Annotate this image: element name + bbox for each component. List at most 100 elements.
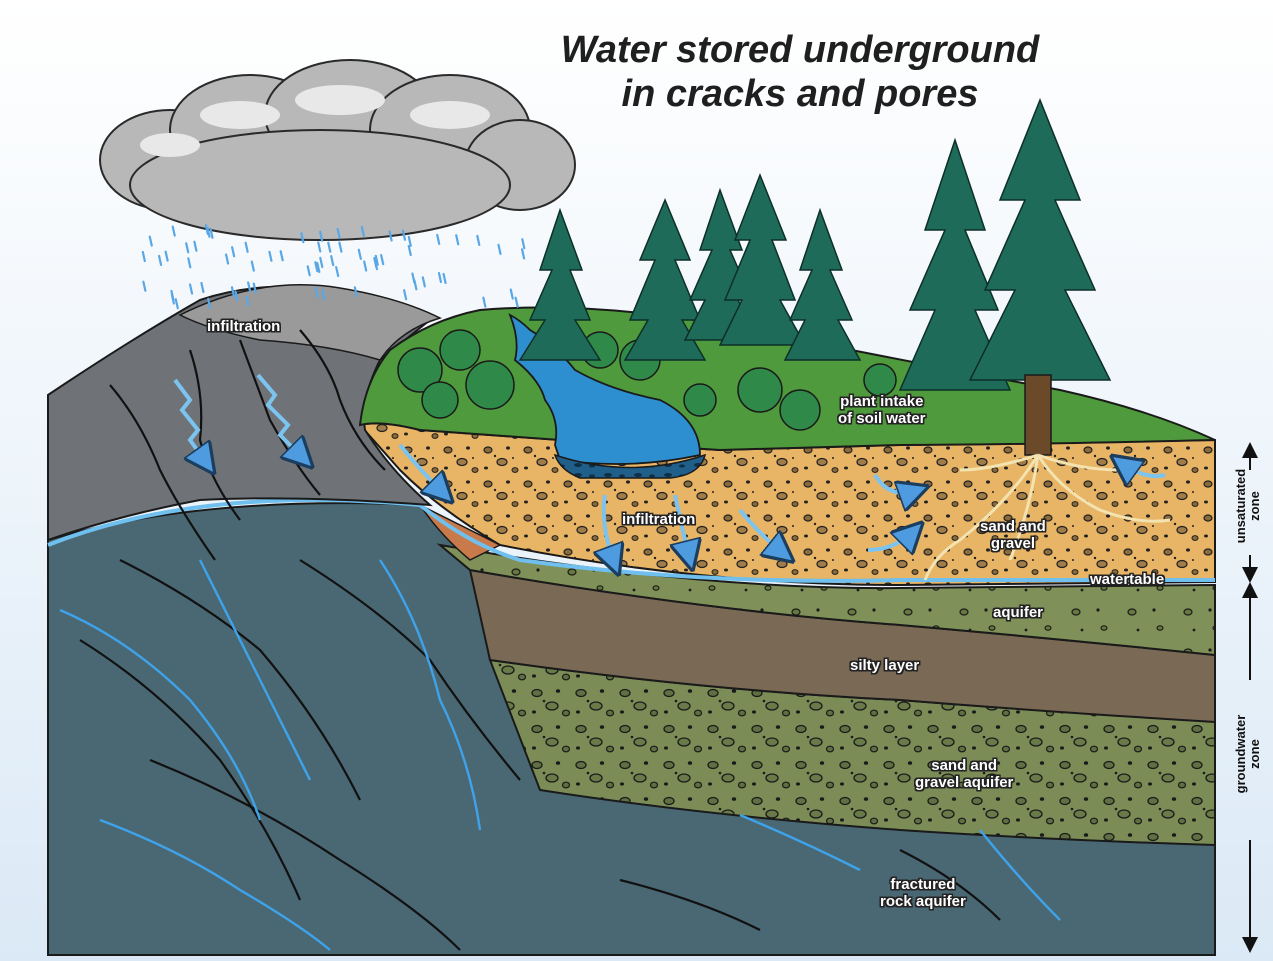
rain-drop — [224, 253, 230, 265]
rain-drop — [509, 288, 514, 300]
rain-drop — [442, 272, 447, 285]
rain-drop — [476, 234, 481, 247]
rain-drop — [380, 254, 385, 266]
rain-drop — [200, 281, 205, 294]
rain-cloud — [99, 59, 576, 241]
rain-drop — [321, 289, 326, 301]
rain-drop — [204, 223, 209, 236]
label-sand-gravel-aquifer-line2: gravel aquifer — [915, 774, 1014, 791]
label-plant-intake-line2: of soil water — [838, 410, 926, 427]
rain-drop — [268, 250, 273, 262]
title-line-1: Water stored underground — [560, 29, 1040, 71]
label-plant-intake-line1: plant intake — [840, 393, 924, 410]
label-sand-gravel-aquifer-line1: sand and — [931, 757, 998, 774]
rain-drop — [142, 280, 147, 292]
rain-drop — [437, 271, 443, 284]
rain-drop — [193, 240, 198, 252]
rain-drop — [300, 232, 305, 244]
rain-drop — [330, 254, 335, 267]
label-sand-and-gravel-line2: gravel — [990, 535, 1036, 552]
rain-drop — [148, 235, 153, 247]
rain-drop — [317, 241, 322, 253]
rain-drop — [209, 227, 214, 239]
rain-drop — [353, 286, 358, 298]
water-fractures — [59, 559, 1061, 951]
rain-drop — [403, 289, 408, 301]
label-unsaturated-line2: zone — [1247, 491, 1262, 521]
rain-drop — [336, 227, 341, 240]
rain-drop — [164, 250, 169, 262]
rain-drop — [497, 243, 502, 255]
label-sand-and-gravel-line1: sand and — [980, 518, 1046, 535]
rain-drop — [520, 248, 526, 260]
title-line-2: in cracks and pores — [621, 73, 979, 115]
rain-drop — [319, 230, 324, 242]
tree-roots — [923, 453, 1171, 581]
rain-drop — [306, 265, 311, 277]
rock-cracks — [79, 329, 1001, 951]
label-infiltration-rock: infiltration — [207, 318, 281, 335]
rain-drop — [374, 254, 379, 266]
rain-drop — [319, 256, 324, 269]
rain-drop — [482, 296, 487, 308]
watertable-line — [47, 498, 1215, 583]
rain-drop — [363, 260, 368, 272]
label-groundwater-line1: groundwater — [1233, 714, 1248, 794]
label-plant-intake: plant intake of soil water — [838, 393, 926, 427]
rain-drop — [247, 281, 252, 293]
label-unsaturated-zone: unsaturated zone — [1233, 466, 1262, 546]
rain-drop — [314, 286, 319, 298]
rain-drop — [245, 295, 250, 307]
label-groundwater-line2: zone — [1247, 739, 1262, 769]
rain-drop — [244, 241, 249, 253]
rain-drop — [174, 298, 179, 310]
label-unsaturated-line1: unsaturated — [1233, 468, 1248, 544]
rain-drop — [157, 254, 163, 267]
label-sand-and-gravel: sand and gravel — [980, 518, 1046, 552]
rain-drop — [327, 241, 332, 253]
rain-drop — [357, 248, 362, 260]
rain-drop — [187, 257, 192, 269]
rain-drop — [170, 293, 175, 305]
label-fractured-line1: fractured — [890, 876, 956, 893]
rain-drop — [234, 290, 239, 302]
label-watertable: watertable — [1090, 571, 1165, 588]
rock-infiltration-arrows — [173, 373, 305, 465]
rain-drop — [407, 235, 412, 247]
rain-drop — [207, 297, 212, 310]
rain-drop — [338, 241, 343, 253]
rain-drop — [373, 259, 379, 271]
rain-drop — [335, 265, 340, 278]
label-silty-layer: silty layer — [850, 657, 920, 674]
rain-drop — [185, 242, 190, 254]
soil-infiltration-arrows — [398, 443, 1166, 565]
rain-drop — [514, 296, 519, 308]
rain-drop — [421, 276, 426, 288]
rain-drop — [521, 238, 526, 250]
label-infiltration-soil: infiltration — [622, 511, 696, 528]
label-fractured-rock-aquifer: fractured rock aquifer — [880, 876, 966, 910]
rain-drop — [250, 260, 255, 272]
diagram-title: Water stored underground in cracks and p… — [500, 28, 1100, 116]
label-sand-gravel-aquifer: sand and gravel aquifer — [915, 757, 1013, 791]
rock-top — [178, 284, 443, 361]
trees — [518, 97, 1112, 391]
rain-drop — [401, 229, 407, 241]
label-fractured-line2: rock aquifer — [880, 893, 966, 910]
rain-drop — [413, 279, 418, 291]
rain-drop — [188, 283, 194, 295]
rain-drop — [171, 225, 176, 237]
label-groundwater-zone: groundwater zone — [1233, 706, 1262, 802]
rain-drop — [279, 250, 284, 262]
rain-drop — [455, 234, 460, 246]
rain-drop — [316, 261, 321, 274]
rain-drop — [141, 250, 146, 263]
label-aquifer: aquifer — [993, 604, 1044, 621]
rain-drops — [141, 223, 526, 310]
rain-drop — [360, 225, 365, 237]
rain-drop — [436, 233, 441, 245]
rain-drop — [252, 282, 257, 294]
rain-drop — [388, 230, 393, 242]
rain-drop — [314, 261, 319, 273]
